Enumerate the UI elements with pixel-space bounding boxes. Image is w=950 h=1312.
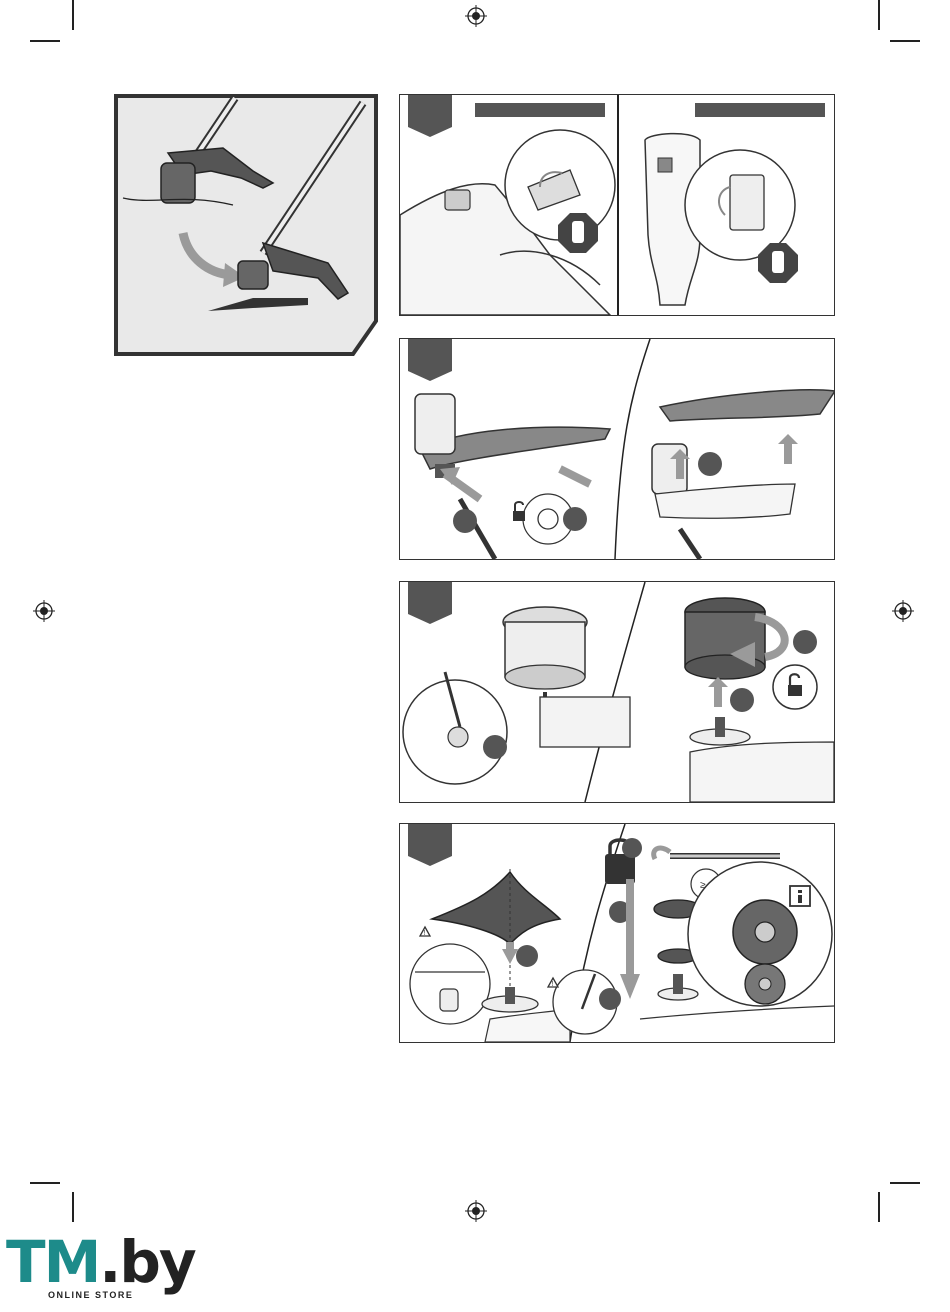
step-4-illustration: ! ! ≥ xyxy=(400,824,834,1042)
step-3-illustration xyxy=(400,582,834,802)
crop-mark xyxy=(878,1192,880,1222)
crop-mark xyxy=(30,40,60,42)
step-1-illustration xyxy=(400,95,834,315)
logo-brand-main: TM xyxy=(6,1228,99,1296)
logo-tagline: ONLINE STORE xyxy=(48,1290,133,1300)
tmby-logo[interactable]: TM.by ONLINE STORE xyxy=(6,1232,166,1307)
step-3-panel xyxy=(399,581,835,803)
step-2-panel xyxy=(399,338,835,560)
registration-mark-icon xyxy=(892,600,914,622)
step-4-panel: ! ! ≥ xyxy=(399,823,835,1043)
crop-mark xyxy=(890,1182,920,1184)
stop-hand-icon xyxy=(558,213,598,253)
stop-hand-icon xyxy=(758,243,798,283)
registration-mark-icon xyxy=(465,5,487,27)
crop-mark xyxy=(30,1182,60,1184)
step-2-illustration xyxy=(400,339,834,559)
crop-mark xyxy=(72,0,74,30)
warning-icon: ! xyxy=(548,978,558,988)
crop-mark xyxy=(72,1192,74,1222)
step-1-panel xyxy=(399,94,835,316)
crop-mark xyxy=(878,0,880,30)
crop-mark xyxy=(890,40,920,42)
logo-brand-suffix: .by xyxy=(99,1228,194,1296)
unlock-icon xyxy=(513,502,525,521)
svg-text:!: ! xyxy=(552,981,554,988)
registration-mark-icon xyxy=(465,1200,487,1222)
logo-wordmark: TM.by xyxy=(6,1232,195,1292)
overview-panel xyxy=(113,93,379,357)
svg-text:!: ! xyxy=(424,930,426,937)
info-icon xyxy=(790,886,810,906)
registration-mark-icon xyxy=(33,600,55,622)
warning-icon: ! xyxy=(420,927,430,937)
